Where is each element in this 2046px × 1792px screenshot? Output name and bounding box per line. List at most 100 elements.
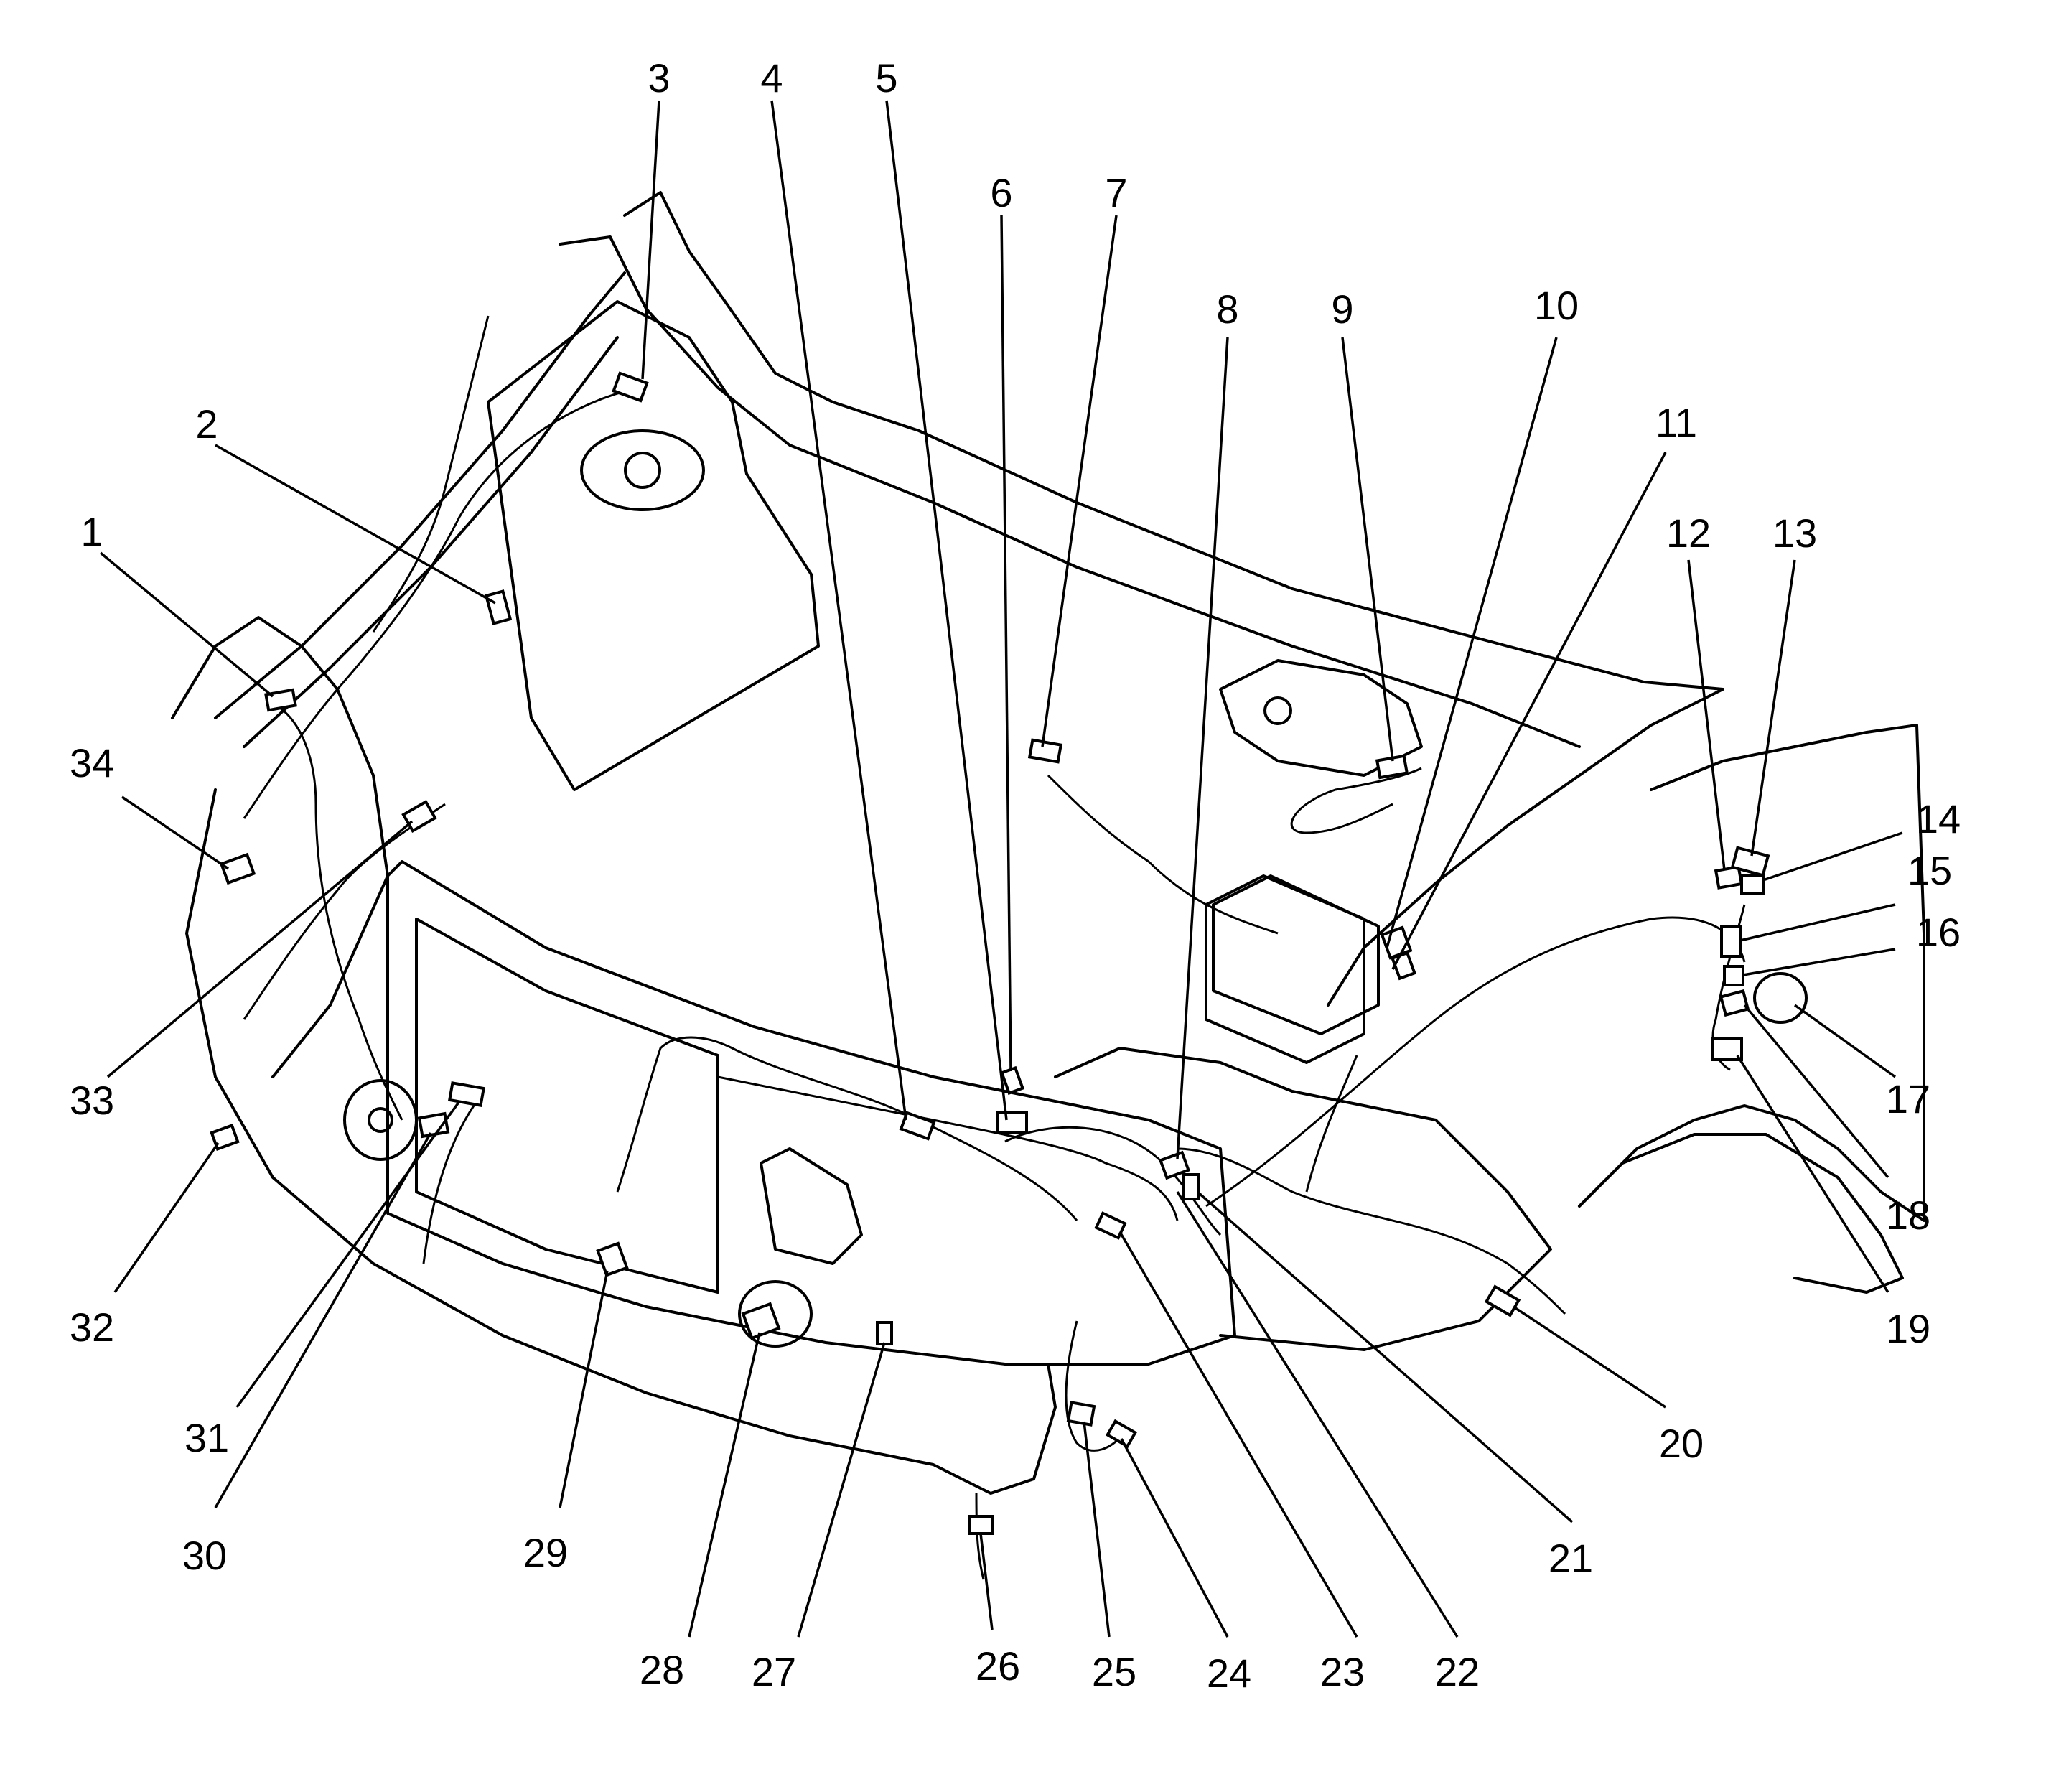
connector-16 <box>1723 965 1744 986</box>
callout-label-19: 19 <box>1886 1306 1930 1351</box>
callout-label-14: 14 <box>1916 796 1961 841</box>
connector-6 <box>999 1065 1025 1096</box>
right-lamp-socket <box>1753 972 1808 1024</box>
callout-label-30: 30 <box>182 1533 227 1578</box>
left-fender-outline <box>623 191 1724 1007</box>
connector-33 <box>401 800 437 833</box>
callout-label-13: 13 <box>1772 510 1817 556</box>
leader-29 <box>559 1270 609 1508</box>
left-strut-tower-outline <box>487 300 820 791</box>
leader-10 <box>1386 337 1558 948</box>
leader-3 <box>641 100 660 380</box>
leader-7 <box>1041 215 1118 747</box>
callout-label-4: 4 <box>760 55 783 101</box>
callout-label-12: 12 <box>1666 510 1711 556</box>
callout-label-31: 31 <box>184 1415 229 1460</box>
callout-label-5: 5 <box>875 55 897 101</box>
leader-20 <box>1513 1305 1666 1409</box>
leader-16 <box>1742 948 1896 976</box>
callout-label-8: 8 <box>1216 286 1238 332</box>
callout-label-2: 2 <box>195 401 218 447</box>
leader-17 <box>1793 1004 1897 1078</box>
fog-lamp-housing <box>738 1280 813 1348</box>
connector-5 <box>996 1111 1028 1134</box>
leader-19 <box>1736 1055 1889 1293</box>
connector-12 <box>1714 865 1744 890</box>
leader-34 <box>121 795 229 870</box>
cowl-outline <box>559 235 1581 748</box>
leader-24 <box>1120 1438 1229 1638</box>
leader-8 <box>1176 337 1229 1159</box>
right-wheel-opening-outline <box>1578 1133 1904 1294</box>
callout-label-10: 10 <box>1534 283 1579 328</box>
fuse-block-outline <box>1212 874 1380 1035</box>
leader-28 <box>688 1332 761 1638</box>
callout-label-26: 26 <box>976 1643 1020 1689</box>
callout-label-29: 29 <box>523 1530 568 1575</box>
leader-21 <box>1196 1190 1574 1523</box>
callout-label-33: 33 <box>70 1078 114 1123</box>
callout-label-9: 9 <box>1331 286 1353 332</box>
right-front-structure-outline <box>1054 1047 1552 1351</box>
leader-31 <box>235 1100 461 1409</box>
connector-28 <box>741 1302 781 1340</box>
callout-label-6: 6 <box>990 170 1012 215</box>
connector-8 <box>1158 1150 1191 1180</box>
connector-3 <box>612 371 649 403</box>
callout-label-20: 20 <box>1659 1421 1704 1466</box>
connector-2 <box>484 589 513 625</box>
leader-5 <box>885 100 1008 1121</box>
leader-32 <box>113 1142 220 1293</box>
leader-26 <box>979 1533 994 1630</box>
horn <box>343 1079 418 1161</box>
connector-25 <box>1066 1401 1096 1427</box>
connector-24 <box>1105 1419 1138 1449</box>
callout-label-3: 3 <box>648 55 670 101</box>
leader-2 <box>215 444 496 605</box>
leader-22 <box>1176 1191 1459 1638</box>
connector-20 <box>1484 1284 1521 1317</box>
callout-label-17: 17 <box>1886 1076 1930 1121</box>
connector-34 <box>219 852 256 885</box>
vehicle-body-line-art <box>171 191 1925 1495</box>
connector-21 <box>1182 1173 1200 1200</box>
callout-label-28: 28 <box>640 1647 684 1692</box>
callout-label-21: 21 <box>1548 1536 1593 1581</box>
leader-25 <box>1083 1421 1111 1638</box>
callout-label-15: 15 <box>1907 848 1952 893</box>
battery-tray-outline <box>1205 874 1365 1064</box>
callout-label-11: 11 <box>1655 400 1697 445</box>
connector-7 <box>1027 738 1063 764</box>
connector-15 <box>1720 925 1742 958</box>
strut-mount <box>580 429 705 511</box>
radiator-support-outline <box>386 860 1236 1366</box>
callout-labels: 1 2 3 4 5 6 7 8 9 10 11 12 13 14 15 16 1… <box>70 55 1961 1696</box>
leader-23 <box>1118 1231 1358 1638</box>
leader-12 <box>1687 559 1726 871</box>
leader-lines <box>99 100 1903 1638</box>
connector-4 <box>899 1111 936 1141</box>
connector-14 <box>1740 874 1765 895</box>
leader-4 <box>770 100 907 1121</box>
leader-13 <box>1750 559 1796 857</box>
right-fender-outline <box>1578 724 1925 1222</box>
connector-26 <box>968 1515 994 1535</box>
callout-label-16: 16 <box>1916 910 1961 955</box>
connector-23 <box>1094 1211 1127 1240</box>
connector-27 <box>876 1321 893 1345</box>
connectors <box>210 371 1770 1535</box>
callout-label-34: 34 <box>70 740 114 785</box>
callout-label-27: 27 <box>752 1649 796 1694</box>
callout-label-24: 24 <box>1207 1651 1251 1696</box>
leader-30 <box>214 1132 432 1508</box>
engine-mount-bracket-outline <box>760 1147 863 1265</box>
callout-label-18: 18 <box>1886 1193 1930 1238</box>
callout-label-7: 7 <box>1105 170 1127 215</box>
connector-29 <box>596 1241 629 1277</box>
callout-label-23: 23 <box>1320 1649 1365 1694</box>
front-bumper-lower-outline <box>185 788 1057 1495</box>
connector-9 <box>1375 754 1409 780</box>
leader-15 <box>1739 903 1896 942</box>
leader-18 <box>1743 1004 1889 1179</box>
